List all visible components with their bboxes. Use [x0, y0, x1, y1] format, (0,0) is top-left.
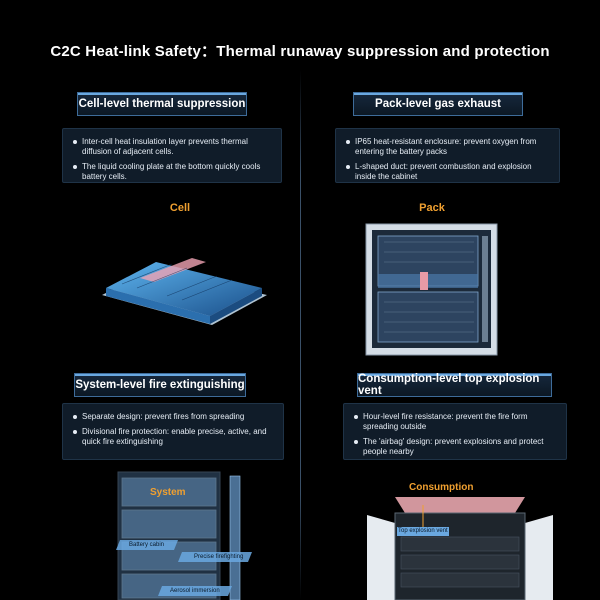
cell-bullet-2: The liquid cooling plate at the bottom q… [73, 162, 271, 182]
consumption-bullet-box: Hour-level fire resistance: prevent the … [343, 403, 567, 460]
system-bullet-box: Separate design: prevent fires from spre… [62, 403, 284, 460]
consumption-section-label: Consumption-level top explosion vent [357, 373, 552, 397]
system-callout-precise-firefighting: Precise firefighting [194, 554, 244, 560]
pack-bullet-2: L-shaped duct: prevent combustion and ex… [346, 162, 549, 182]
system-illustration [116, 471, 252, 600]
cell-section-label: Cell-level thermal suppression [77, 92, 247, 116]
system-callout-battery-cabin: Battery cabin [129, 542, 165, 548]
page-title: C2C Heat-link Safety：Thermal runaway sup… [50, 43, 550, 60]
cell-bullet-box: Inter-cell heat insulation layer prevent… [62, 128, 282, 183]
cell-bullet-1: Inter-cell heat insulation layer prevent… [73, 137, 271, 157]
system-bullet-1: Separate design: prevent fires from spre… [73, 412, 273, 422]
system-section-label-text: System-level fire extinguishing [75, 379, 245, 391]
pack-bullet-1: IP65 heat-resistant enclosure: prevent o… [346, 137, 549, 157]
pack-bullet-box: IP65 heat-resistant enclosure: prevent o… [335, 128, 560, 183]
consumption-callout-top-vent: Top explosion vent [398, 528, 448, 534]
pack-section-label: Pack-level gas exhaust [353, 92, 523, 116]
cell-section-label-text: Cell-level thermal suppression [78, 98, 246, 110]
consumption-bullet-1: Hour-level fire resistance: prevent the … [354, 412, 556, 432]
consumption-illus-title: Consumption [409, 482, 474, 493]
consumption-bullet-2: The 'airbag' design: prevent explosions … [354, 437, 556, 457]
system-section-label: System-level fire extinguishing [74, 373, 246, 397]
consumption-illustration [367, 497, 553, 600]
system-callout-aerosol-immersion: Aerosol immersion [170, 588, 220, 594]
cell-sub-title: Cell [169, 202, 191, 214]
consumption-section-label-text: Consumption-level top explosion vent [358, 373, 540, 397]
pack-section-label-text: Pack-level gas exhaust [375, 98, 501, 110]
pack-sub-title: Pack [419, 202, 445, 214]
system-bullet-2: Divisional fire protection: enable preci… [73, 427, 273, 447]
pack-illustration [365, 223, 498, 356]
system-illus-title: System [150, 487, 186, 498]
center-divider [300, 70, 301, 600]
cell-illustration [102, 258, 267, 325]
